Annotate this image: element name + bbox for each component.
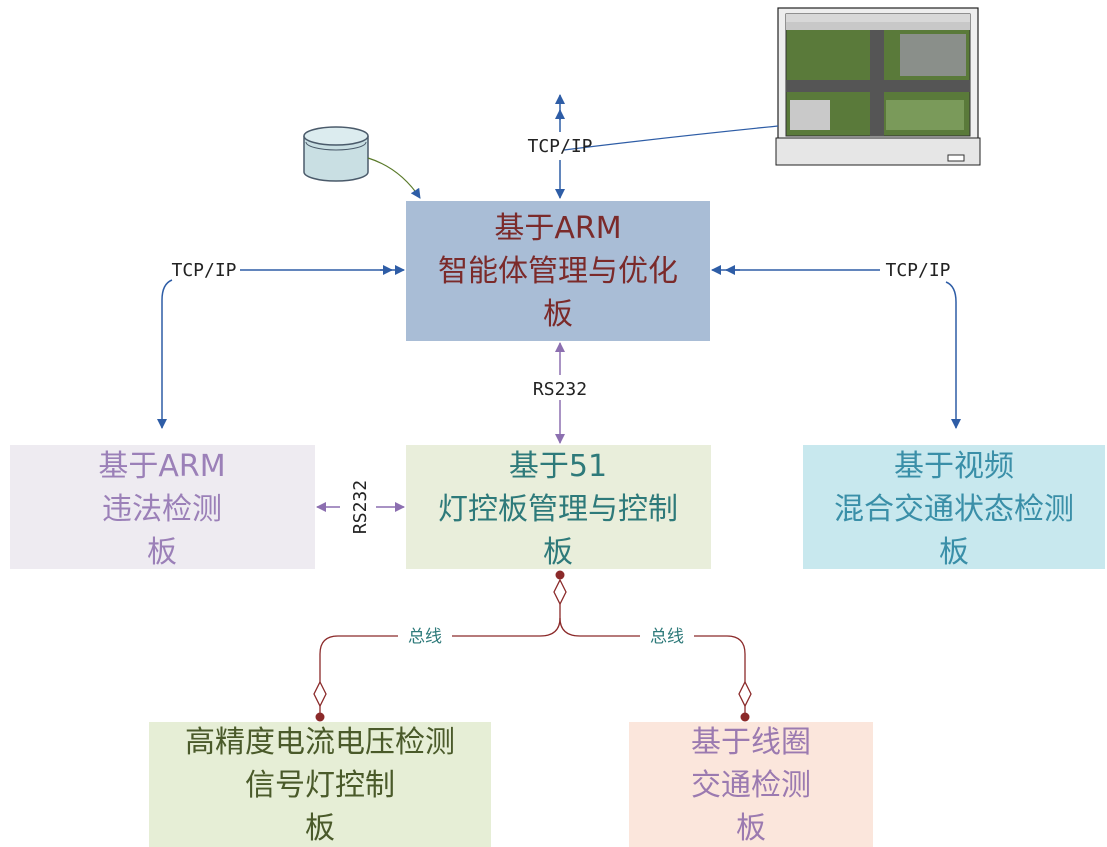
monitor-link bbox=[563, 125, 779, 151]
arm-box-line3: 板 bbox=[543, 297, 573, 332]
violation-box-line3: 板 bbox=[147, 535, 177, 570]
coil-box-line1: 基于线圈 bbox=[691, 725, 811, 760]
bus-left-label: 总线 bbox=[408, 627, 442, 647]
coil-detection-box: 基于线圈 交通检测 板 bbox=[629, 722, 873, 847]
current-box-line2: 信号灯控制 bbox=[245, 768, 395, 803]
mcu-box-line1: 基于51 bbox=[509, 449, 607, 484]
video-box-line3: 板 bbox=[939, 535, 969, 570]
video-box-line2: 混合交通状态检测 bbox=[834, 492, 1074, 527]
rs232-horizontal-label: RS232 bbox=[350, 480, 371, 534]
monitor-icon bbox=[775, 7, 981, 166]
tcp-top-label: TCP/IP bbox=[527, 136, 592, 157]
tcp-left-to-violation bbox=[157, 279, 173, 429]
video-detection-box: 基于视频 混合交通状态检测 板 bbox=[803, 445, 1105, 570]
light-control-box: 基于51 灯控板管理与控制 板 bbox=[406, 445, 711, 570]
current-box-line3: 板 bbox=[305, 811, 335, 846]
rs232-vertical-label: RS232 bbox=[533, 379, 587, 400]
coil-box-line3: 板 bbox=[736, 811, 766, 846]
tcp-right-label: TCP/IP bbox=[885, 260, 950, 281]
database-icon bbox=[303, 126, 369, 182]
video-box-line1: 基于视频 bbox=[894, 449, 1014, 484]
current-box-line1: 高精度电流电压检测 bbox=[185, 725, 455, 760]
mcu-box-line2: 灯控板管理与控制 bbox=[438, 492, 678, 527]
tcp-left-label: TCP/IP bbox=[171, 260, 236, 281]
arm-management-box: 基于ARM 智能体管理与优化 板 bbox=[406, 201, 710, 341]
mcu-box-line3: 板 bbox=[543, 535, 573, 570]
violation-box-line1: 基于ARM bbox=[98, 449, 225, 484]
tcp-right-to-video bbox=[945, 281, 961, 429]
coil-box-line2: 交通检测 bbox=[691, 768, 811, 803]
violation-detection-box: 基于ARM 违法检测 板 bbox=[10, 445, 315, 570]
violation-box-line2: 违法检测 bbox=[102, 492, 222, 527]
bus-connector bbox=[313, 570, 752, 722]
bus-right-label: 总线 bbox=[650, 627, 684, 647]
arm-box-line2: 智能体管理与优化 bbox=[438, 254, 678, 289]
current-voltage-box: 高精度电流电压检测 信号灯控制 板 bbox=[149, 722, 491, 847]
database-link bbox=[367, 157, 421, 199]
arm-box-line1: 基于ARM bbox=[494, 211, 621, 246]
